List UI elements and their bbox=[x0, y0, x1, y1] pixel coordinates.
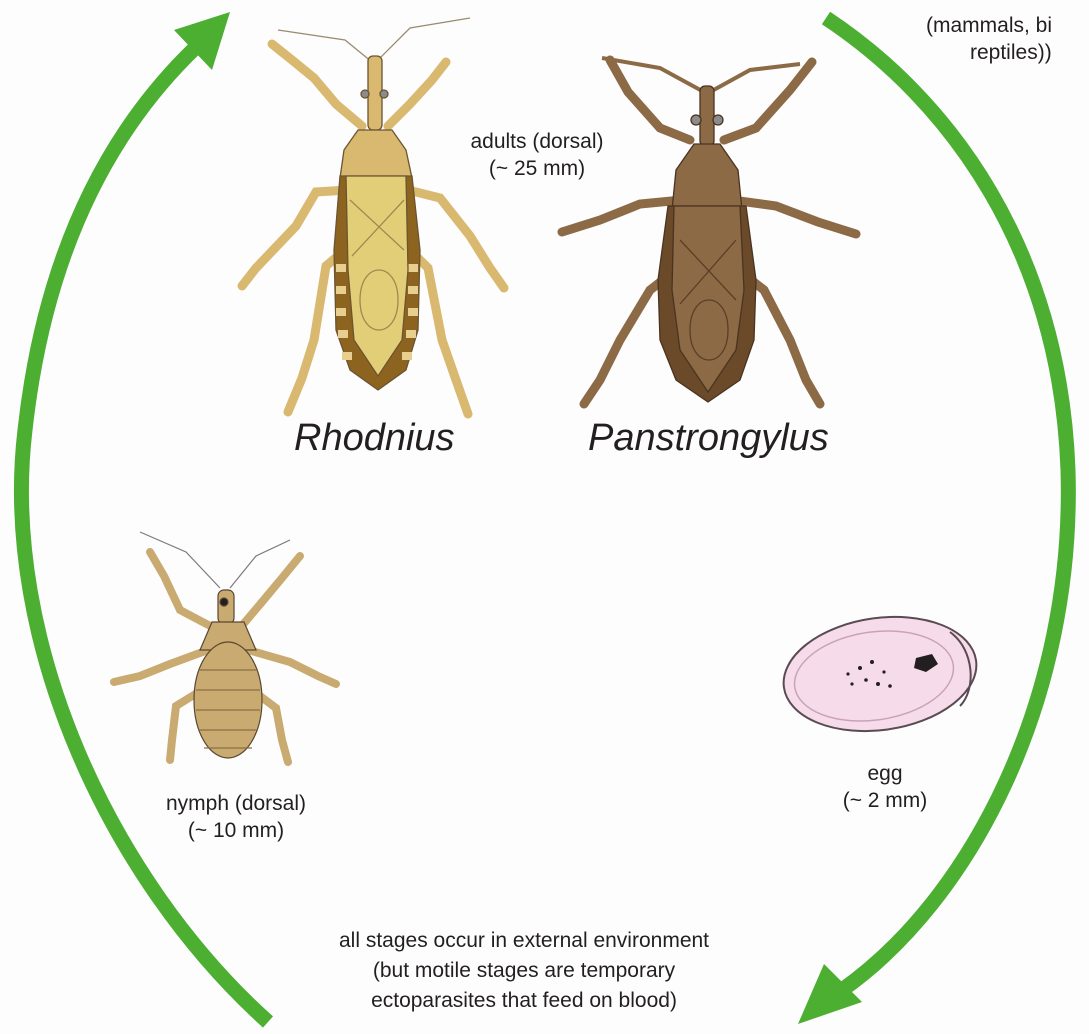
right-cycle-arrow bbox=[798, 18, 1068, 1024]
bottom-note-line1: all stages occur in external environment bbox=[296, 926, 752, 956]
nymph-eye bbox=[220, 598, 228, 606]
rhodnius-eye-right bbox=[380, 90, 388, 98]
panstrongylus-illustration bbox=[562, 58, 856, 404]
panstrongylus-head bbox=[700, 86, 714, 146]
host-label: (mammals, bi reptiles)) bbox=[926, 12, 1052, 66]
right-arrow-shaft bbox=[826, 18, 1068, 990]
nymph-abdomen bbox=[194, 642, 262, 758]
egg-label: egg (~ 2 mm) bbox=[810, 760, 960, 814]
nymph-label: nymph (dorsal) (~ 10 mm) bbox=[136, 790, 336, 844]
bottom-note-line2: (but motile stages are temporary bbox=[296, 956, 752, 986]
adults-label-line2: (~ 25 mm) bbox=[442, 155, 632, 182]
rhodnius-pronotum bbox=[340, 130, 412, 178]
panstrongylus-eye-right bbox=[713, 115, 723, 125]
egg-label-line2: (~ 2 mm) bbox=[810, 787, 960, 814]
bottom-note-line3: ectoparasites that feed on blood) bbox=[296, 986, 752, 1016]
bottom-note: all stages occur in external environment… bbox=[296, 926, 752, 1016]
egg-label-line1: egg bbox=[810, 760, 960, 787]
nymph-label-line1: nymph (dorsal) bbox=[136, 790, 336, 817]
nymph-head bbox=[218, 590, 234, 624]
genus-rhodnius: Rhodnius bbox=[294, 416, 455, 460]
rhodnius-illustration bbox=[242, 18, 504, 414]
left-cycle-arrow bbox=[21, 12, 268, 1022]
adults-label: adults (dorsal) (~ 25 mm) bbox=[442, 128, 632, 182]
panstrongylus-pronotum bbox=[672, 144, 742, 210]
panstrongylus-eye-left bbox=[691, 115, 701, 125]
genus-panstrongylus: Panstrongylus bbox=[588, 416, 829, 460]
nymph-illustration bbox=[114, 532, 336, 762]
host-label-line2: reptiles)) bbox=[926, 39, 1052, 66]
rhodnius-front-legs bbox=[272, 44, 446, 126]
adults-label-line1: adults (dorsal) bbox=[442, 128, 632, 155]
left-arrow-shaft bbox=[21, 48, 268, 1022]
host-label-line1: (mammals, bi bbox=[926, 12, 1052, 39]
panstrongylus-antennae bbox=[602, 58, 800, 92]
egg-illustration bbox=[776, 605, 984, 743]
nymph-label-line2: (~ 10 mm) bbox=[136, 817, 336, 844]
rhodnius-eye-left bbox=[361, 90, 369, 98]
